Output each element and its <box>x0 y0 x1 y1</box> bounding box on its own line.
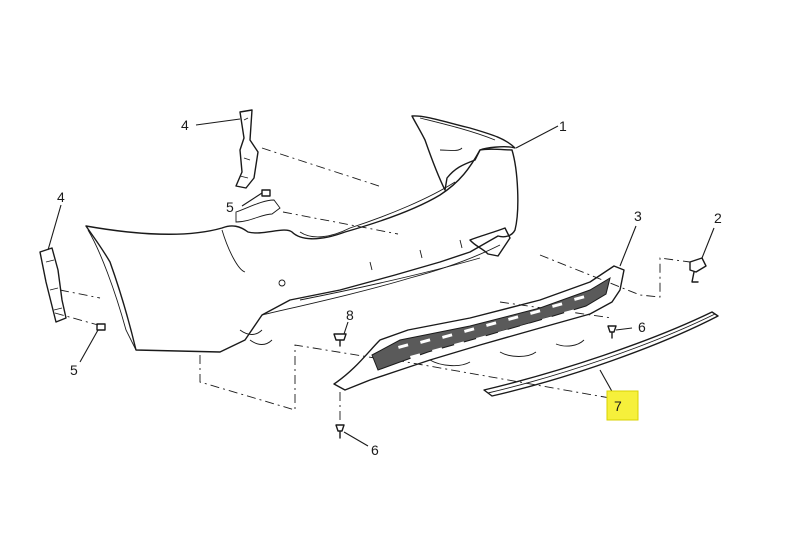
callout-5-lower: 5 <box>70 362 78 378</box>
callout-5-upper: 5 <box>226 199 234 215</box>
callout-8: 8 <box>346 307 354 323</box>
lower-diffuser <box>333 265 625 391</box>
screw-6-right <box>607 325 617 339</box>
bracket-upper <box>235 109 259 189</box>
callout-4-upper: 4 <box>181 117 189 133</box>
fastener-2 <box>689 257 707 283</box>
callout-6-right: 6 <box>638 319 646 335</box>
callout-3: 3 <box>634 208 642 224</box>
trim-strip <box>483 311 719 397</box>
bumper-fascia <box>85 115 519 353</box>
bracket-lower <box>39 247 67 323</box>
callout-2: 2 <box>714 210 722 226</box>
clip-5-upper <box>261 189 271 197</box>
callout-7-highlight <box>606 390 639 421</box>
leader-lines <box>47 118 715 447</box>
screw-8 <box>333 333 347 347</box>
callout-7: 7 <box>614 398 622 414</box>
callout-1: 1 <box>559 118 567 134</box>
alignment-lines <box>54 147 691 420</box>
callout-4-lower: 4 <box>57 189 65 205</box>
grille-slots <box>398 295 585 359</box>
clip-5-lower <box>96 323 106 331</box>
callout-labels: 1 2 3 4 4 5 5 6 6 7 8 <box>57 117 722 458</box>
callout-6-bottom: 6 <box>371 442 379 458</box>
screw-6-bottom <box>335 424 345 439</box>
fasteners <box>96 189 707 439</box>
